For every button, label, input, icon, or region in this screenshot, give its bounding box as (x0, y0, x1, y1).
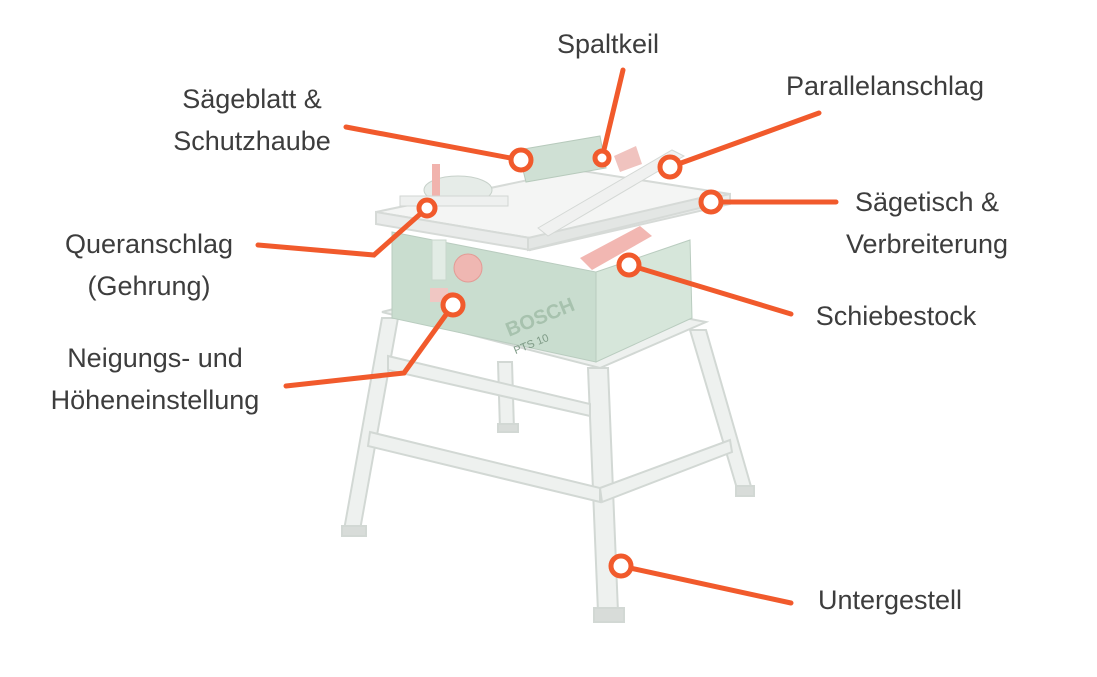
label-saegeblatt: Sägeblatt & Schutzhaube (173, 84, 331, 156)
marker-untergestell (608, 553, 634, 579)
marker-schiebestock (616, 252, 642, 278)
label-queranschlag: Queranschlag (Gehrung) (64, 229, 234, 301)
marker-parallelanschlag (657, 154, 683, 180)
leader-parallelanschlag (667, 110, 822, 170)
label-spaltkeil: Spaltkeil (556, 29, 660, 59)
leader-queranschlag (255, 205, 430, 258)
leader-schiebestock (626, 262, 794, 317)
label-schiebestock: Schiebestock (815, 301, 977, 331)
push-stick (580, 226, 652, 270)
leader-untergestell (618, 563, 794, 606)
leader-saegeblatt (343, 124, 524, 163)
rip-fence (537, 146, 686, 237)
marker-neigung (440, 292, 466, 318)
marker-spaltkeil (592, 148, 612, 168)
leader-spaltkeil (599, 67, 626, 161)
label-untergestell: Untergestell (817, 585, 963, 615)
label-parallelanschlag: Parallelanschlag (785, 71, 985, 101)
label-neigung: Neigungs- und Höheneinstellung (50, 343, 260, 415)
marker-saegeblatt (508, 147, 534, 173)
callout-markers (416, 147, 724, 579)
marker-saegetisch (698, 189, 724, 215)
label-saegetisch: Sägetisch & Verbreiterung (845, 187, 1009, 259)
leader-neigung (283, 302, 456, 389)
callout-lines (255, 67, 839, 606)
marker-queranschlag (416, 197, 438, 219)
miter-gauge (399, 164, 509, 207)
